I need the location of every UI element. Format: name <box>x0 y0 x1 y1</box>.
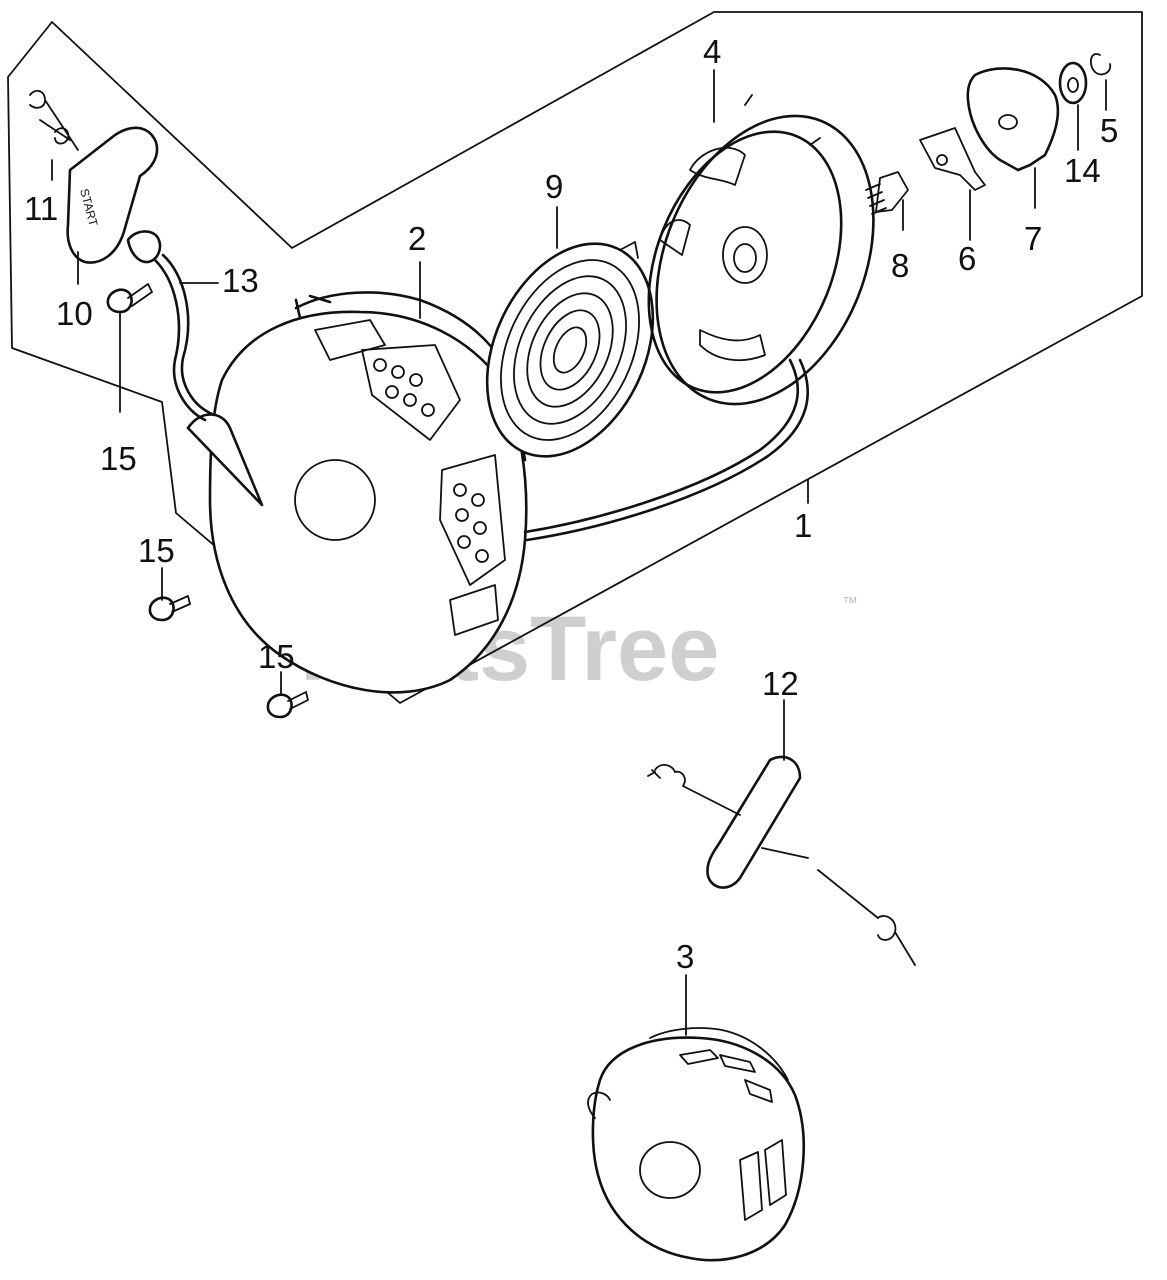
part-grip-with-rope <box>647 755 916 966</box>
callout-15-c: 15 <box>258 638 295 675</box>
part-rope-knot <box>29 89 79 151</box>
part-washer <box>1058 61 1088 105</box>
part-clip <box>1089 53 1112 76</box>
part-bolt <box>106 283 153 314</box>
callout-13: 13 <box>222 262 259 299</box>
callout-3: 3 <box>676 938 694 975</box>
callout-9: 9 <box>545 168 563 205</box>
part-starter-housing <box>186 291 528 694</box>
part-recoil-spring <box>485 241 655 458</box>
part-bolt <box>266 691 309 719</box>
callout-labels: 1 2 3 4 5 6 7 8 9 10 11 12 13 14 15 15 1… <box>24 33 1118 975</box>
assembly-outline <box>7 11 1143 704</box>
callout-15-b: 15 <box>138 532 175 569</box>
callout-10: 10 <box>56 295 93 332</box>
callout-2: 2 <box>408 220 426 257</box>
callout-7: 7 <box>1024 220 1042 257</box>
callout-5: 5 <box>1100 112 1118 149</box>
callout-1: 1 <box>794 507 812 544</box>
watermark-trademark: ™ <box>842 595 858 612</box>
part-ratchet <box>919 127 986 191</box>
callout-12: 12 <box>762 665 799 702</box>
callout-8: 8 <box>891 247 909 284</box>
part-small-spring <box>865 171 909 215</box>
callout-6: 6 <box>958 240 976 277</box>
leader-lines <box>51 69 1107 1036</box>
callout-15-a: 15 <box>100 440 137 477</box>
part-starter-rope <box>153 253 810 542</box>
part-bolt <box>148 595 191 622</box>
part-friction-plate <box>966 67 1060 172</box>
part-starter-grip: START <box>66 126 162 264</box>
part-starter-cover <box>587 1027 805 1262</box>
callout-11: 11 <box>24 190 58 227</box>
callout-4: 4 <box>703 33 721 70</box>
callout-14: 14 <box>1064 152 1101 189</box>
part-starter-reel <box>647 94 875 406</box>
